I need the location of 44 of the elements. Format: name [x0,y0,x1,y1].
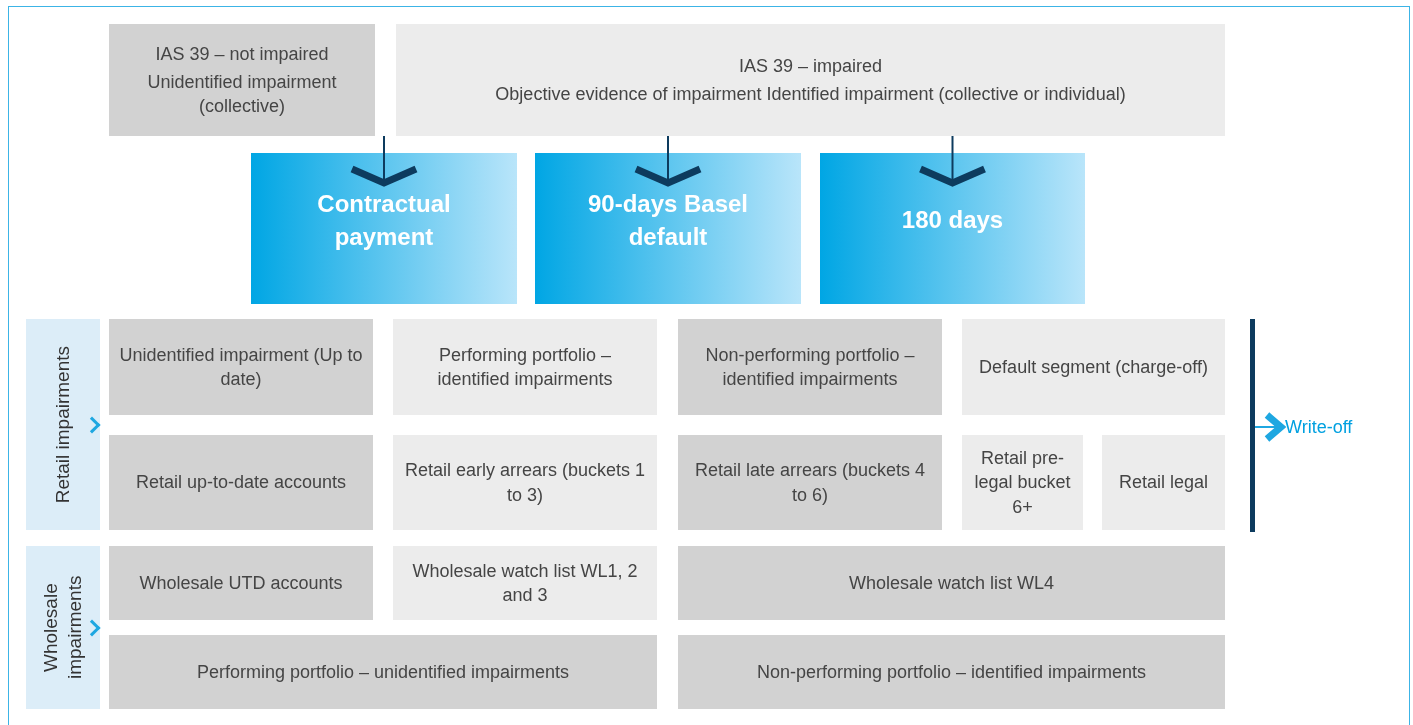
box-text: 180 days [900,205,1005,236]
box-text: Write-off [1285,415,1353,439]
box-text: Objective evidence of impairment Identified impairment (collective or individual) [495,83,1126,106]
box-text: Wholesale impairments [39,574,86,682]
box-text: Wholesale watch list WL4 [848,571,1055,595]
category-box [109,635,657,709]
stage-box [251,153,517,304]
chevron-arrow [1254,411,1285,443]
box-text: Performing portfolio – unidentified impairments [196,660,570,684]
category-box [396,24,1225,136]
box-text: 90-days Basel default [586,189,750,252]
category-box [109,435,373,530]
category-box [109,546,373,620]
box-text: Performing portfolio – identified impairments [436,343,614,391]
box-text: Non-performing portfolio – identified impairments [704,343,916,391]
category-box [678,319,942,415]
box-text: Contractual payment [316,189,452,252]
box-text: Wholesale UTD accounts [139,571,343,595]
box-text: Retail pre-legal bucket 6+ [973,447,1072,519]
box-text: Retail early arrears (buckets 1 to 3) [403,459,647,507]
bracket-bar [1250,319,1255,532]
category-box [678,546,1225,620]
category-box [109,24,375,136]
box-text: Unidentified impairment (Up to date) [119,343,363,391]
category-box [678,635,1225,709]
chevron-arrow [632,135,704,187]
box-text: Retail legal [1118,471,1209,495]
box-heading: IAS 39 – impaired [738,54,883,78]
box-heading: IAS 39 – not impaired [155,42,329,66]
side-band [26,546,100,709]
box-text: Retail late arrears (buckets 4 to 6) [693,459,927,507]
box-text: Non-performing portfolio – identified impairments [756,660,1147,684]
side-band [26,319,100,530]
stage-box [820,153,1085,304]
box-text: Unidentified impairment (collective) [146,70,338,119]
box-text: Default segment (charge-off) [979,355,1208,379]
category-box [678,435,942,530]
box-text: Wholesale watch list WL1, 2 and 3 [411,559,639,607]
chevron-arrow [348,135,420,187]
category-box [109,319,373,415]
stage-box [535,153,801,304]
box-text: Retail impairments [51,345,75,504]
chevron-arrow [917,135,988,187]
box-text: Retail up-to-date accounts [135,471,347,495]
